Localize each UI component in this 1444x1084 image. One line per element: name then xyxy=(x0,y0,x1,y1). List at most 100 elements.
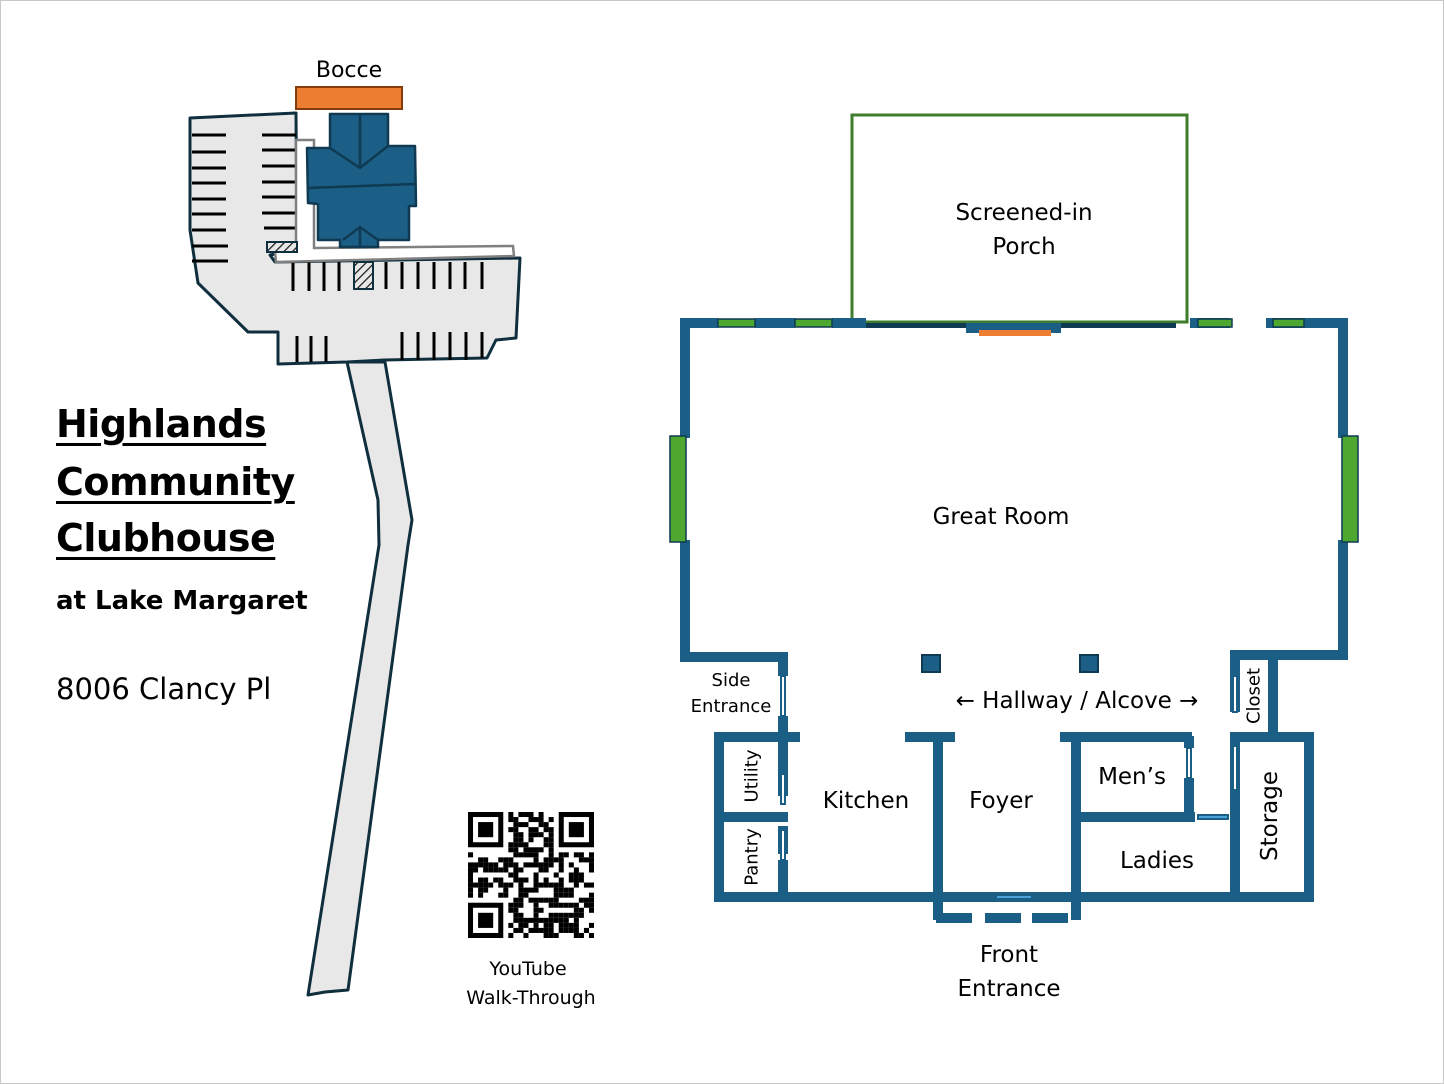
qr-module xyxy=(588,932,594,938)
qr-module xyxy=(588,922,594,928)
qr-module xyxy=(478,862,484,868)
qr-module xyxy=(513,927,519,933)
qr-module xyxy=(508,902,514,908)
qr-module xyxy=(558,917,564,923)
qr-module xyxy=(578,857,584,863)
qr-module xyxy=(588,857,594,863)
qr-module xyxy=(578,877,584,883)
qr-module xyxy=(508,842,514,848)
qr-module xyxy=(583,927,589,933)
qr-module xyxy=(523,932,529,938)
qr-module xyxy=(583,902,589,908)
qr-module xyxy=(573,932,579,938)
qr-module xyxy=(548,902,554,908)
qr-module xyxy=(568,922,574,928)
qr-module xyxy=(508,862,514,868)
qr-module xyxy=(583,897,589,903)
qr-module xyxy=(573,877,579,883)
qr-module xyxy=(478,887,484,893)
qr-module xyxy=(568,902,574,908)
qr-module xyxy=(543,922,549,928)
qr-module xyxy=(543,882,549,888)
pantry-label: Pantry xyxy=(741,828,763,886)
qr-module xyxy=(573,922,579,928)
qr-module xyxy=(578,932,584,938)
qr-module xyxy=(568,877,574,883)
qr-module xyxy=(563,922,569,928)
qr-module xyxy=(518,837,524,843)
qr-module xyxy=(533,927,539,933)
qr-module xyxy=(548,827,554,833)
qr-module xyxy=(483,867,489,873)
qr-module xyxy=(513,822,519,828)
storage-label: Storage xyxy=(1257,771,1283,861)
qr-module xyxy=(573,912,579,918)
qr-module xyxy=(503,892,509,898)
qr-module xyxy=(523,862,529,868)
roof-lines xyxy=(307,114,416,247)
front-entrance-label-line-2: Entrance xyxy=(957,976,1061,1002)
qr-module xyxy=(518,892,524,898)
qr-module xyxy=(518,912,524,918)
qr-module xyxy=(523,922,529,928)
qr-module xyxy=(518,867,524,873)
qr-module xyxy=(528,847,534,853)
hallway-label: ← Hallway / Alcove → xyxy=(955,688,1199,714)
qr-module xyxy=(588,852,594,858)
qr-module xyxy=(468,872,474,878)
qr-module xyxy=(513,837,519,843)
qr-module xyxy=(468,892,474,898)
qr-module xyxy=(518,897,524,903)
qr-module xyxy=(528,832,534,838)
qr-module xyxy=(578,907,584,913)
qr-module xyxy=(493,867,499,873)
qr-module xyxy=(548,847,554,853)
address: 8006 Clancy Pl xyxy=(56,672,272,706)
qr-module xyxy=(588,882,594,888)
qr-module xyxy=(513,917,519,923)
porch-label-line-1: Screened-in xyxy=(955,200,1093,226)
qr-module xyxy=(533,827,539,833)
subtitle: at Lake Margaret xyxy=(56,586,308,616)
qr-module xyxy=(523,892,529,898)
qr-module xyxy=(548,882,554,888)
qr-code[interactable] xyxy=(468,812,594,938)
qr-module xyxy=(503,857,509,863)
qr-module xyxy=(563,892,569,898)
qr-module xyxy=(588,897,594,903)
qr-module xyxy=(543,842,549,848)
qr-module xyxy=(508,932,514,938)
qr-module xyxy=(533,862,539,868)
utility-label: Utility xyxy=(741,749,763,803)
qr-module xyxy=(553,912,559,918)
qr-module xyxy=(578,897,584,903)
qr-module xyxy=(553,882,559,888)
qr-module xyxy=(568,822,584,838)
qr-module xyxy=(568,892,574,898)
qr-module xyxy=(538,822,544,828)
qr-module xyxy=(523,852,529,858)
qr-module xyxy=(573,882,579,888)
qr-module xyxy=(513,862,519,868)
column-right xyxy=(1079,654,1099,673)
qr-module xyxy=(533,887,539,893)
qr-module xyxy=(558,912,564,918)
qr-module xyxy=(528,927,534,933)
qr-module xyxy=(533,907,539,913)
qr-module xyxy=(478,892,484,898)
qr-module xyxy=(513,817,519,823)
qr-module xyxy=(538,862,544,868)
qr-module xyxy=(528,827,534,833)
qr-module xyxy=(538,907,544,913)
qr-module xyxy=(503,882,509,888)
qr-module xyxy=(558,902,564,908)
qr-module xyxy=(503,867,509,873)
closet-label: Closet xyxy=(1243,667,1265,725)
qr-module xyxy=(538,897,544,903)
qr-module xyxy=(548,857,554,863)
parking-stripes-left xyxy=(192,133,296,263)
qr-module xyxy=(548,917,554,923)
qr-module xyxy=(548,927,554,933)
qr-module xyxy=(533,882,539,888)
qr-module xyxy=(543,857,549,863)
